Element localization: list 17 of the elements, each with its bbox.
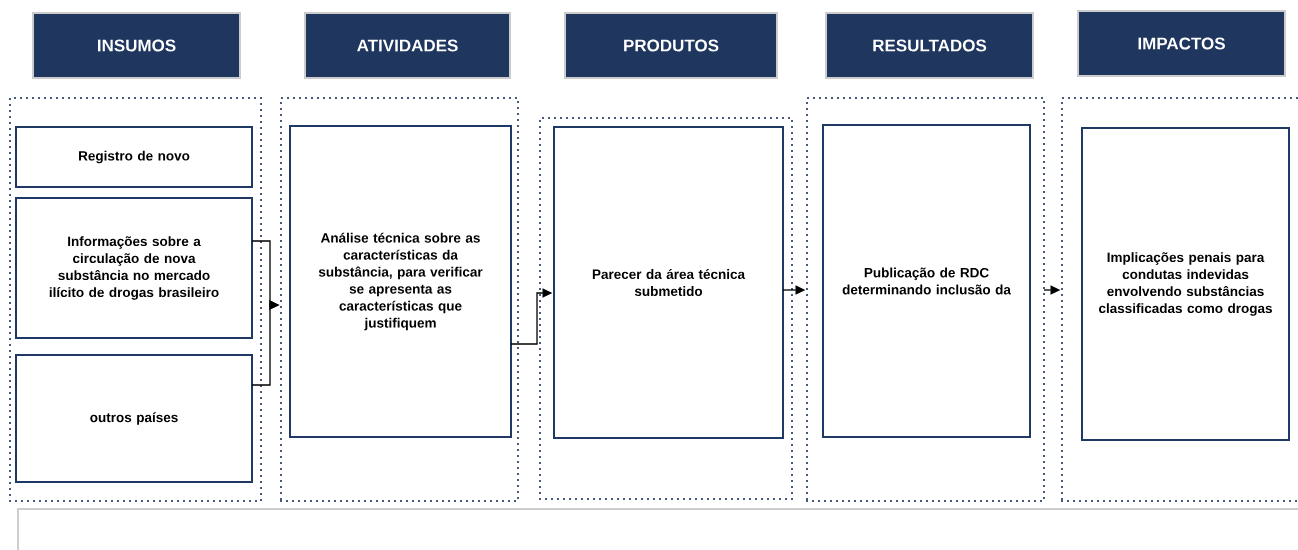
text-box: Implicações penais para condutas indevidas envolvendo substâncias classificadas como drogas	[1081, 127, 1290, 441]
text-box: Parecer da área técnica submetido	[553, 126, 784, 439]
text-box: Análise técnica sobre as características da substância, para verificar se apresenta as características que justifiquem	[289, 125, 512, 438]
column-header: RESULTADOS	[825, 12, 1034, 79]
text-box: Registro de novo	[15, 126, 253, 188]
dotted-column-frame	[8, 96, 263, 503]
text-box: Informações sobre a circulação de nova substância no mercado ilícito de drogas brasileiro	[15, 197, 253, 339]
column-header: IMPACTOS	[1077, 10, 1286, 77]
dotted-column-frame	[538, 116, 794, 501]
column-header: PRODUTOS	[564, 12, 778, 79]
dotted-column-frame	[279, 96, 520, 503]
column-header: ATIVIDADES	[304, 12, 511, 79]
text-box: Publicação de RDC determinando inclusão da	[822, 124, 1031, 438]
dotted-column-frame	[1060, 96, 1298, 503]
text-box: outros países	[15, 354, 253, 483]
column-header: INSUMOS	[32, 12, 241, 79]
dotted-column-frame	[805, 96, 1046, 503]
